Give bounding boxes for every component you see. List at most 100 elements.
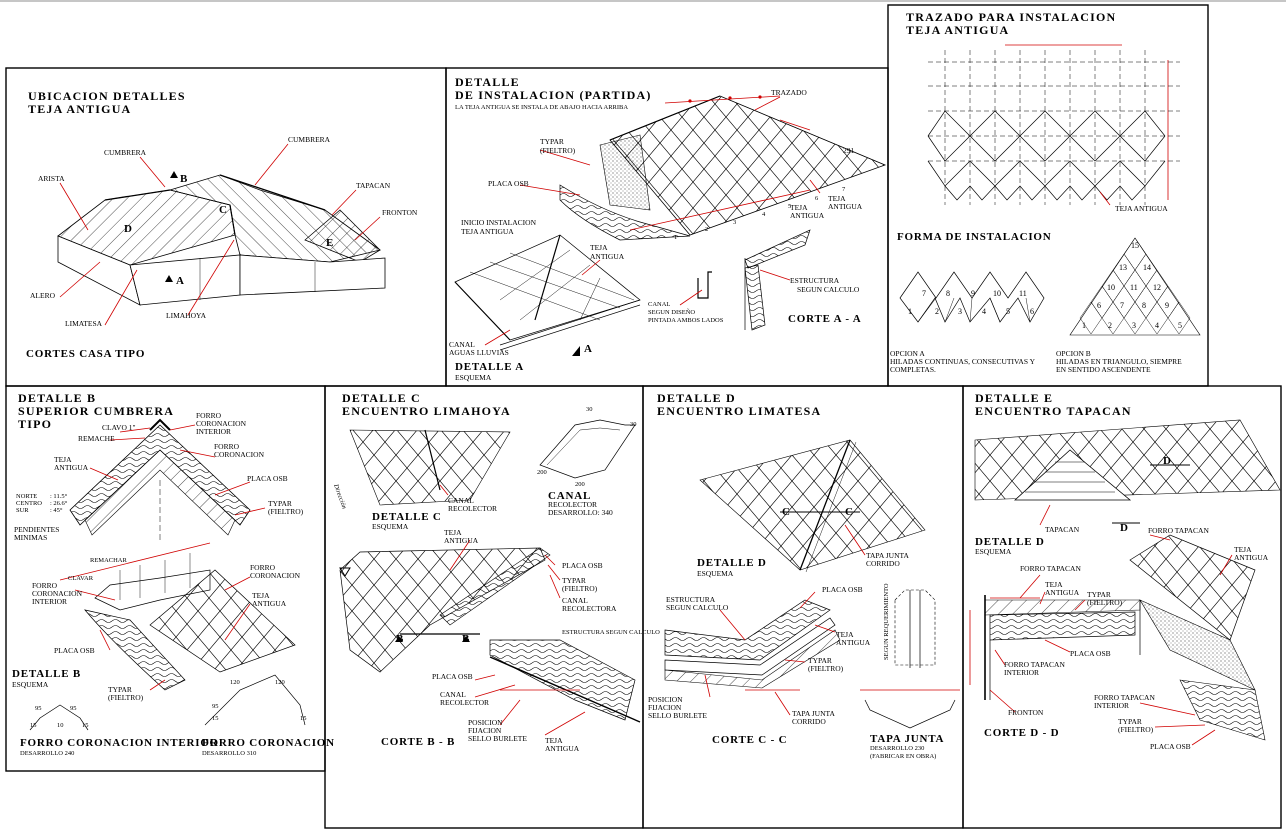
label-estructura-1: ESTRUCTURA	[666, 595, 716, 604]
svg-text:5: 5	[1178, 321, 1182, 330]
label-forro-tapacan-2: FORRO TAPACAN	[1148, 526, 1209, 535]
dim-291: 291	[843, 146, 855, 155]
panel-title: TRAZADO PARA INSTALACION	[906, 10, 1116, 24]
label-teja-1: TEJA	[836, 630, 854, 639]
limatesa-esquema	[699, 439, 926, 573]
label-posicion-1: POSICION	[648, 695, 683, 704]
svg-text:5: 5	[1006, 307, 1010, 316]
label-placa-osb: PLACA OSB	[247, 474, 288, 483]
label-canal-2-2: RECOLECTOR	[440, 698, 489, 707]
label-corte-c: CORTE C - C	[712, 734, 787, 746]
label-estructura-2: SEGUN CALCULO	[797, 285, 860, 294]
label-alero: ALERO	[30, 291, 56, 300]
label-esquema: ESQUEMA	[372, 522, 409, 531]
mark-c-1: C	[782, 506, 791, 518]
label-placa-osb-2: PLACA OSB	[432, 672, 473, 681]
label-typar-2: (FIELTRO)	[268, 507, 304, 516]
panel-subtitle: TEJA ANTIGUA	[28, 102, 131, 116]
svg-text:10: 10	[57, 722, 64, 729]
svg-text:2: 2	[1108, 321, 1112, 330]
label-posicion-3: SELLO BURLETE	[648, 711, 707, 720]
mark-c: C	[219, 204, 228, 216]
label-trazado: TRAZADO	[771, 88, 807, 97]
opcion-a-text-2: COMPLETAS.	[890, 365, 936, 374]
label-canal-recolector-1: CANAL	[448, 496, 474, 505]
footer-cortes: CORTES CASA TIPO	[26, 348, 145, 360]
label-forro-c-1: FORRO	[250, 563, 276, 572]
house-roof-diagram	[57, 143, 386, 326]
svg-text:120: 120	[275, 679, 285, 686]
svg-text:13: 13	[1119, 263, 1127, 272]
label-tapa-1: TAPA JUNTA	[866, 551, 909, 560]
svg-text:4: 4	[1155, 321, 1159, 330]
label-estructura-2: SEGUN CALCULO	[666, 603, 729, 612]
label-teja-b-2: ANTIGUA	[252, 599, 287, 608]
label-aguas-lluvias: AGUAS LLUVIAS	[449, 348, 509, 357]
opcion-a-text-1: HILADAS CONTINUAS, CONSECUTIVAS Y	[890, 357, 1036, 366]
label-teja-2: ANTIGUA	[836, 638, 871, 647]
panel-ubicacion-detalles: UBICACION DETALLES TEJA ANTIGUA	[5, 67, 447, 387]
label-canal-2-1: CANAL	[440, 690, 466, 699]
label-sur: SUR	[16, 507, 29, 514]
svg-text:120: 120	[230, 679, 240, 686]
panel-subtitle-1: SUPERIOR CUMBRERA	[18, 404, 174, 418]
label-teja-2: ANTIGUA	[1045, 588, 1080, 597]
label-tapacan: TAPACAN	[356, 181, 391, 190]
panel-detalle-e: DETALLE E ENCUENTRO TAPACAN D D TAPACAN …	[962, 385, 1282, 829]
label-corte-a: CORTE A - A	[788, 313, 862, 325]
svg-text:7: 7	[922, 289, 926, 298]
label-forro-int-2: CORONACION	[196, 419, 247, 428]
mark-b-2: B	[462, 633, 470, 645]
label-canal-note-1: CANAL	[648, 301, 670, 308]
label-canal-note-2: SEGUN DISEÑO	[648, 308, 695, 316]
svg-text:6: 6	[1097, 301, 1101, 310]
label-clavo: CLAVO 1"	[102, 423, 136, 432]
label-fronton: FRONTON	[382, 208, 418, 217]
opcion-b-text-2: EN SENTIDO ASCENDENTE	[1056, 365, 1151, 374]
corte-a-section	[679, 229, 811, 331]
tapacan-3d	[1129, 534, 1266, 746]
label-teja-2: ANTIGUA	[444, 536, 479, 545]
tapa-desarrollo: DESARROLLO 230	[870, 745, 924, 752]
label-teja-1: TEJA	[54, 455, 72, 464]
panel-detalle-b: DETALLE B SUPERIOR CUMBRERA TIPO CLAVO 1…	[5, 385, 334, 772]
panel-title: DETALLE	[455, 75, 520, 89]
label-pendientes-2: MINIMAS	[14, 533, 47, 542]
label-teja-b-2: ANTIGUA	[545, 744, 580, 753]
label-posicion-3: SELLO BURLETE	[468, 734, 527, 743]
label-detalle-a: DETALLE A	[455, 361, 524, 373]
label-esquema: ESQUEMA	[12, 680, 49, 689]
row-n6: 6	[815, 195, 819, 202]
dim-30-a: 30	[586, 406, 593, 413]
canal-recolector: RECOLECTOR	[548, 500, 597, 509]
label-forro-int-b-2: INTERIOR	[1094, 701, 1129, 710]
detalle-a-schematic	[454, 234, 641, 356]
label-placa-osb-b: PLACA OSB	[54, 646, 95, 655]
label-typar-b-2: (FIELTRO)	[1118, 725, 1154, 734]
label-teja-b-1: TEJA	[545, 736, 563, 745]
forro-profiles	[29, 674, 306, 731]
label-forro-cor-1: FORRO	[214, 442, 240, 451]
dim-200-b: 200	[575, 481, 585, 488]
panel-subtitle: TEJA ANTIGUA	[906, 23, 1009, 37]
svg-text:95: 95	[212, 703, 219, 710]
label-centro: CENTRO	[16, 500, 42, 507]
svg-text:12: 12	[1153, 283, 1161, 292]
label-clavar: CLAVAR	[68, 575, 94, 582]
panel-subtitle-2: TIPO	[18, 417, 52, 431]
row-n1: 1	[674, 234, 677, 241]
label-forro-c-2: CORONACION	[250, 571, 301, 580]
mark-a: A	[176, 275, 185, 287]
canal-profile	[539, 419, 636, 479]
opcion-a-numbers: 7 8 9 10 11 1 2 3 4 5 6	[908, 289, 1034, 316]
mark-d-2: D	[1120, 522, 1129, 534]
svg-text:2: 2	[935, 307, 939, 316]
svg-text:15: 15	[300, 715, 307, 722]
dim-30-b: 30	[630, 421, 637, 428]
desarrollo-310: DESARROLLO 310	[202, 750, 256, 757]
label-limahoya: LIMAHOYA	[166, 311, 207, 320]
label-forro-b-3: INTERIOR	[32, 597, 67, 606]
label-canal-note-3: PINTADA AMBOS LADOS	[648, 317, 724, 324]
tapacan-esquema	[974, 419, 1281, 526]
